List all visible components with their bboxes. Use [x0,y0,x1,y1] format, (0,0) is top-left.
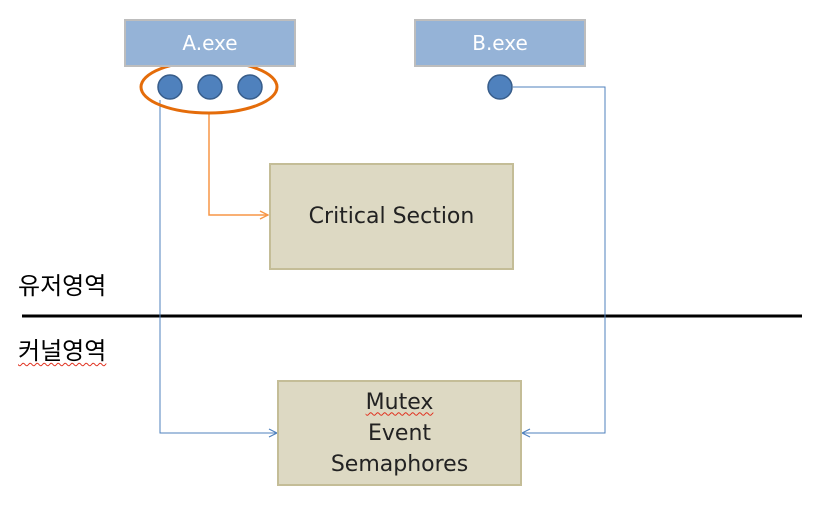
critical-section-label: Critical Section [308,204,475,229]
thread-dot [237,74,263,100]
kernel-mode-label: 커널영역 [18,337,107,365]
connector-a-to-kernel-objects [159,100,277,433]
kernel-object-semaphores: Semaphores [330,451,469,477]
kernel-objects-box: Mutex Event Semaphores [277,380,522,486]
connector-b-to-kernel-objects [513,86,606,433]
thread-dot [197,74,223,100]
thread-dot [487,74,513,100]
kernel-object-event: Event [367,420,432,446]
user-mode-label: 유저영역 [18,272,107,300]
process-b-label: B.exe [472,31,528,55]
process-a-label: A.exe [182,31,238,55]
process-b-box: B.exe [414,19,586,67]
connector-a-to-critical-section [208,113,268,215]
process-a-box: A.exe [124,19,296,67]
critical-section-box: Critical Section [269,163,514,270]
kernel-object-mutex: Mutex [365,389,434,415]
thread-dot [157,74,183,100]
